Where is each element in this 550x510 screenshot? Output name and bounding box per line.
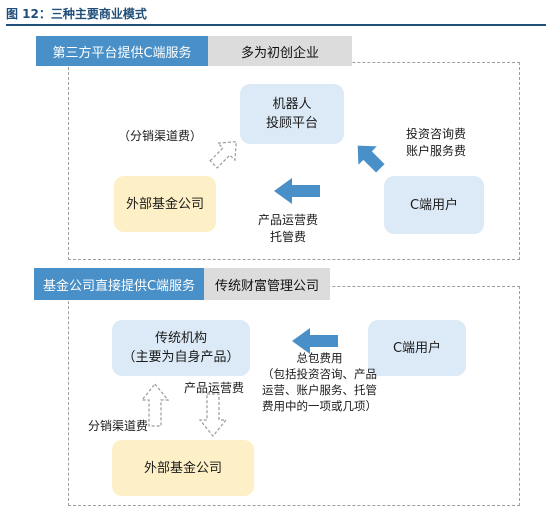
c-user-label-2: C端用户 <box>392 340 442 356</box>
robo-advisor-line1: 机器人 <box>272 97 312 112</box>
section1-tab-subtitle: 多为初创企业 <box>208 36 352 66</box>
external-fund-label-1: 外部基金公司 <box>125 196 204 212</box>
all-in-fee-line1: 总包费用 <box>296 351 343 365</box>
distribution-fee-label-2: 分销渠道费 <box>88 419 149 433</box>
c-user-box-2: C端用户 <box>368 320 466 376</box>
external-fund-box-2: 外部基金公司 <box>112 440 254 496</box>
all-in-fee-line3: 运营、账户服务、托管 <box>262 383 377 397</box>
arrow-distribution-up <box>140 383 170 427</box>
product-fee-line2: 托管费 <box>270 230 307 244</box>
product-fee-label-2: 产品运营费 <box>184 381 245 395</box>
section2-tab-title: 基金公司直接提供C端服务 <box>34 268 204 300</box>
c-user-box-1: C端用户 <box>384 176 484 234</box>
robo-advisor-box: 机器人 投顾平台 <box>240 84 344 144</box>
external-fund-box-1: 外部基金公司 <box>114 176 216 232</box>
product-fee-labels: 产品运营费 托管费 <box>258 212 318 246</box>
title-divider <box>6 24 546 26</box>
arrow-all-in-fee-left <box>292 328 338 354</box>
arrow-user-to-platform <box>357 145 385 173</box>
user-fee-line2: 账户服务费 <box>406 144 467 158</box>
arrow-product-fee-down <box>198 393 228 437</box>
distribution-fee-label-1: （分销渠道费） <box>118 129 203 143</box>
traditional-institution-box: 传统机构 （主要为自身产品） <box>112 320 250 376</box>
arrow-product-fee-left <box>274 178 320 204</box>
section2-tab-subtitle: 传统财富管理公司 <box>204 268 330 300</box>
all-in-fee-line4: 费用中的一项或几项） <box>262 399 377 413</box>
c-user-label-1: C端用户 <box>409 197 459 213</box>
all-in-fee-line2: （包括投资咨询、产品 <box>262 367 377 381</box>
institution-line2: （主要为自身产品） <box>122 350 240 365</box>
arrow-distribution-up-right <box>209 141 237 169</box>
institution-line1: 传统机构 <box>154 331 207 346</box>
section1-tab-title: 第三方平台提供C端服务 <box>36 36 208 66</box>
user-fee-line1: 投资咨询费 <box>406 127 467 141</box>
robo-advisor-line2: 投顾平台 <box>265 116 318 131</box>
figure-title: 图 12：三种主要商业模式 <box>6 7 147 21</box>
external-fund-label-2: 外部基金公司 <box>143 460 222 476</box>
all-in-fee-labels: 总包费用 （包括投资咨询、产品 运营、账户服务、托管 费用中的一项或几项） <box>262 350 377 414</box>
user-fee-labels: 投资咨询费 账户服务费 <box>406 126 466 160</box>
product-fee-line1: 产品运营费 <box>258 213 319 227</box>
